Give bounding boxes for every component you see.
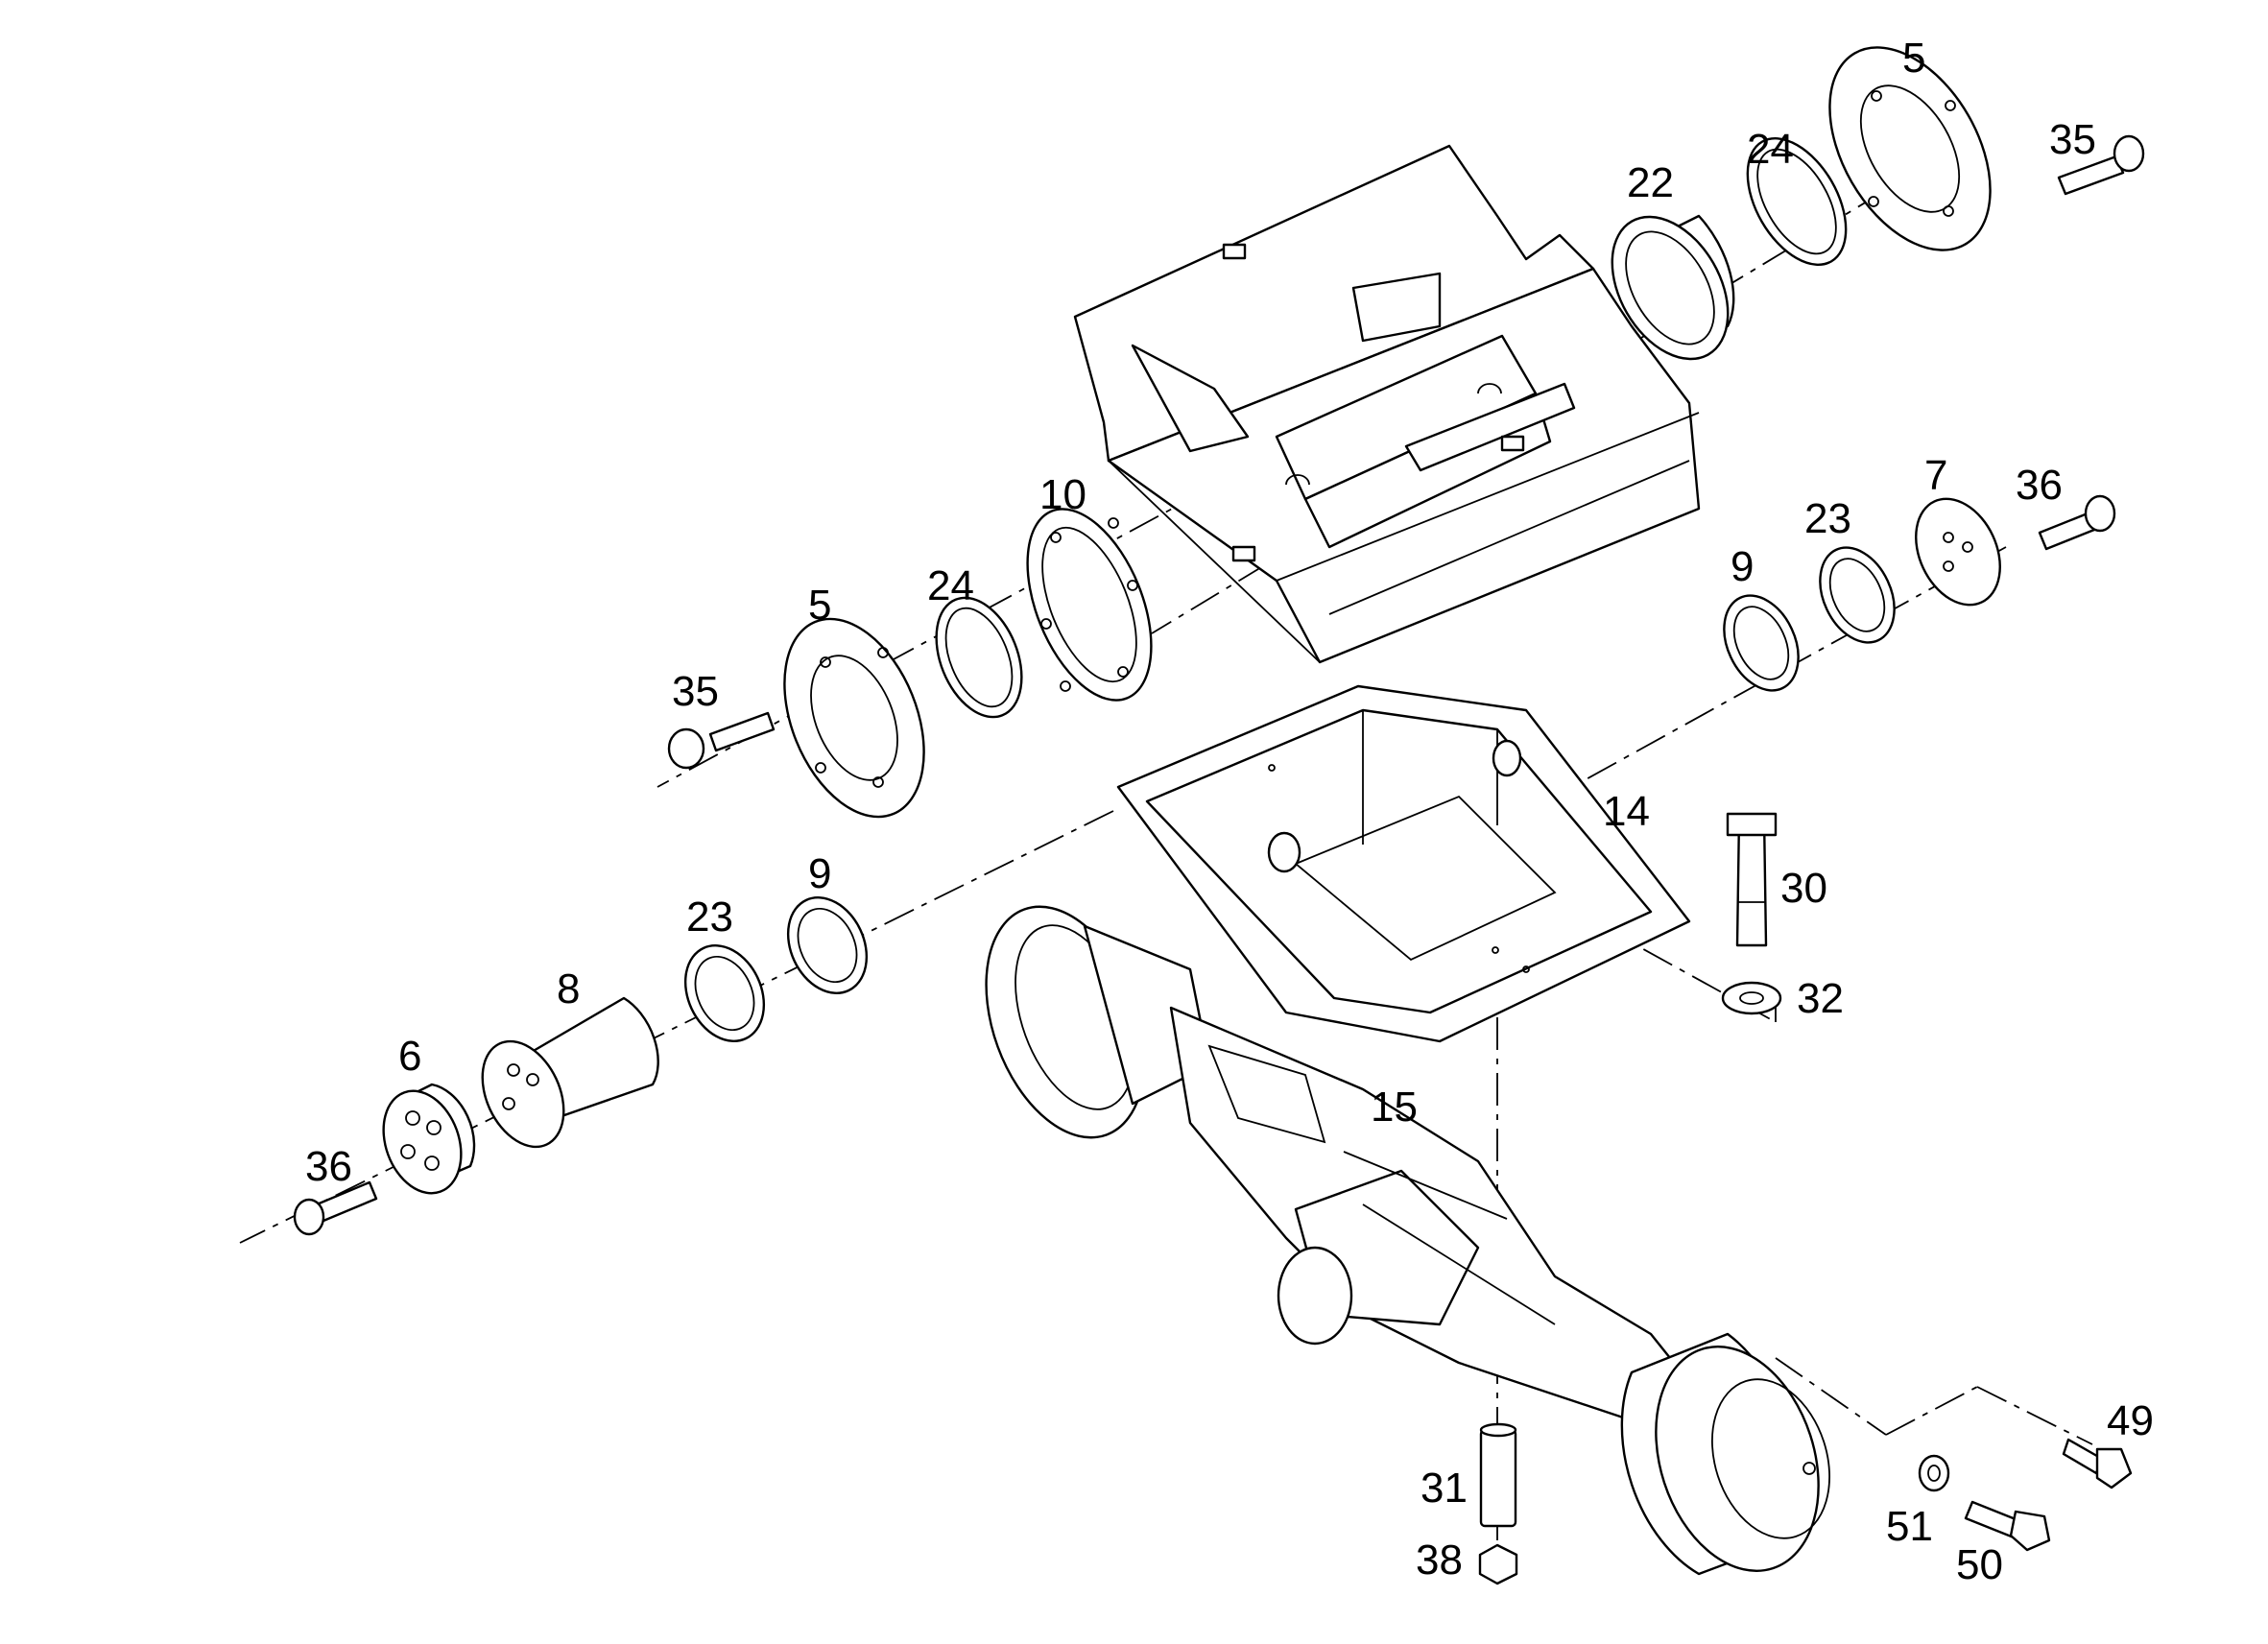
callout-7: 7	[1924, 452, 1947, 499]
callout-35-top: 35	[2049, 116, 2096, 163]
callout-38: 38	[1416, 1537, 1463, 1584]
callout-10: 10	[1039, 471, 1086, 518]
flange-5-right	[1828, 46, 1992, 251]
pin-8	[481, 996, 659, 1149]
callout-5-left: 5	[808, 582, 831, 629]
callout-23-right: 23	[1804, 495, 1851, 542]
support-bracket	[1116, 684, 1691, 1043]
callout-32: 32	[1797, 975, 1844, 1022]
callout-8: 8	[557, 965, 580, 1013]
callout-9-left: 9	[808, 850, 831, 897]
washer-51	[1918, 1454, 1950, 1492]
bolt-30	[1726, 812, 1778, 947]
callout-35-left: 35	[672, 668, 719, 715]
callout-9-right: 9	[1731, 543, 1754, 590]
callout-24-top: 24	[1747, 126, 1794, 173]
ring-9-left	[786, 896, 869, 994]
callout-36-right: 36	[2016, 462, 2063, 509]
seal-ring-24-right	[1746, 137, 1848, 266]
callout-labels: 5 24 35 22 10 24 5 35 7 36 23 9 14 30 32…	[305, 35, 2154, 1588]
callout-23-left: 23	[686, 893, 733, 941]
callout-30: 30	[1780, 865, 1827, 912]
bolt-36-left	[293, 1180, 378, 1236]
spacer-31	[1479, 1422, 1517, 1528]
callout-50: 50	[1956, 1541, 2003, 1588]
axle-housing-15	[985, 905, 1830, 1576]
callout-14: 14	[1603, 788, 1650, 835]
callout-51: 51	[1886, 1503, 1933, 1550]
callout-49: 49	[2107, 1397, 2154, 1444]
nut-38	[1478, 1543, 1518, 1585]
bolt-35-right	[2057, 134, 2145, 196]
cap-7	[1915, 497, 2001, 607]
frame-bracket	[1073, 144, 1701, 664]
callout-22: 22	[1627, 159, 1674, 206]
bolt-49	[2062, 1438, 2133, 1489]
gasket-10	[1026, 508, 1153, 702]
seal-ring-24-left	[935, 596, 1023, 719]
callout-5-top: 5	[1902, 35, 1925, 82]
bushing-22-right	[1611, 214, 1735, 361]
washer-32	[1721, 981, 1782, 1015]
ring-23-left	[683, 944, 766, 1042]
cap-6	[382, 1083, 476, 1195]
ring-23-right	[1819, 546, 1896, 644]
callout-24-left: 24	[927, 562, 974, 609]
callout-15: 15	[1371, 1084, 1418, 1131]
ring-9-right	[1723, 594, 1800, 692]
bolt-35-left	[667, 711, 776, 770]
callout-36-left: 36	[305, 1143, 352, 1190]
bolt-36-right	[2038, 494, 2116, 551]
bolt-50	[1964, 1500, 2051, 1552]
callout-6: 6	[398, 1033, 421, 1080]
flange-5-left	[783, 617, 925, 819]
callout-31: 31	[1420, 1465, 1468, 1512]
